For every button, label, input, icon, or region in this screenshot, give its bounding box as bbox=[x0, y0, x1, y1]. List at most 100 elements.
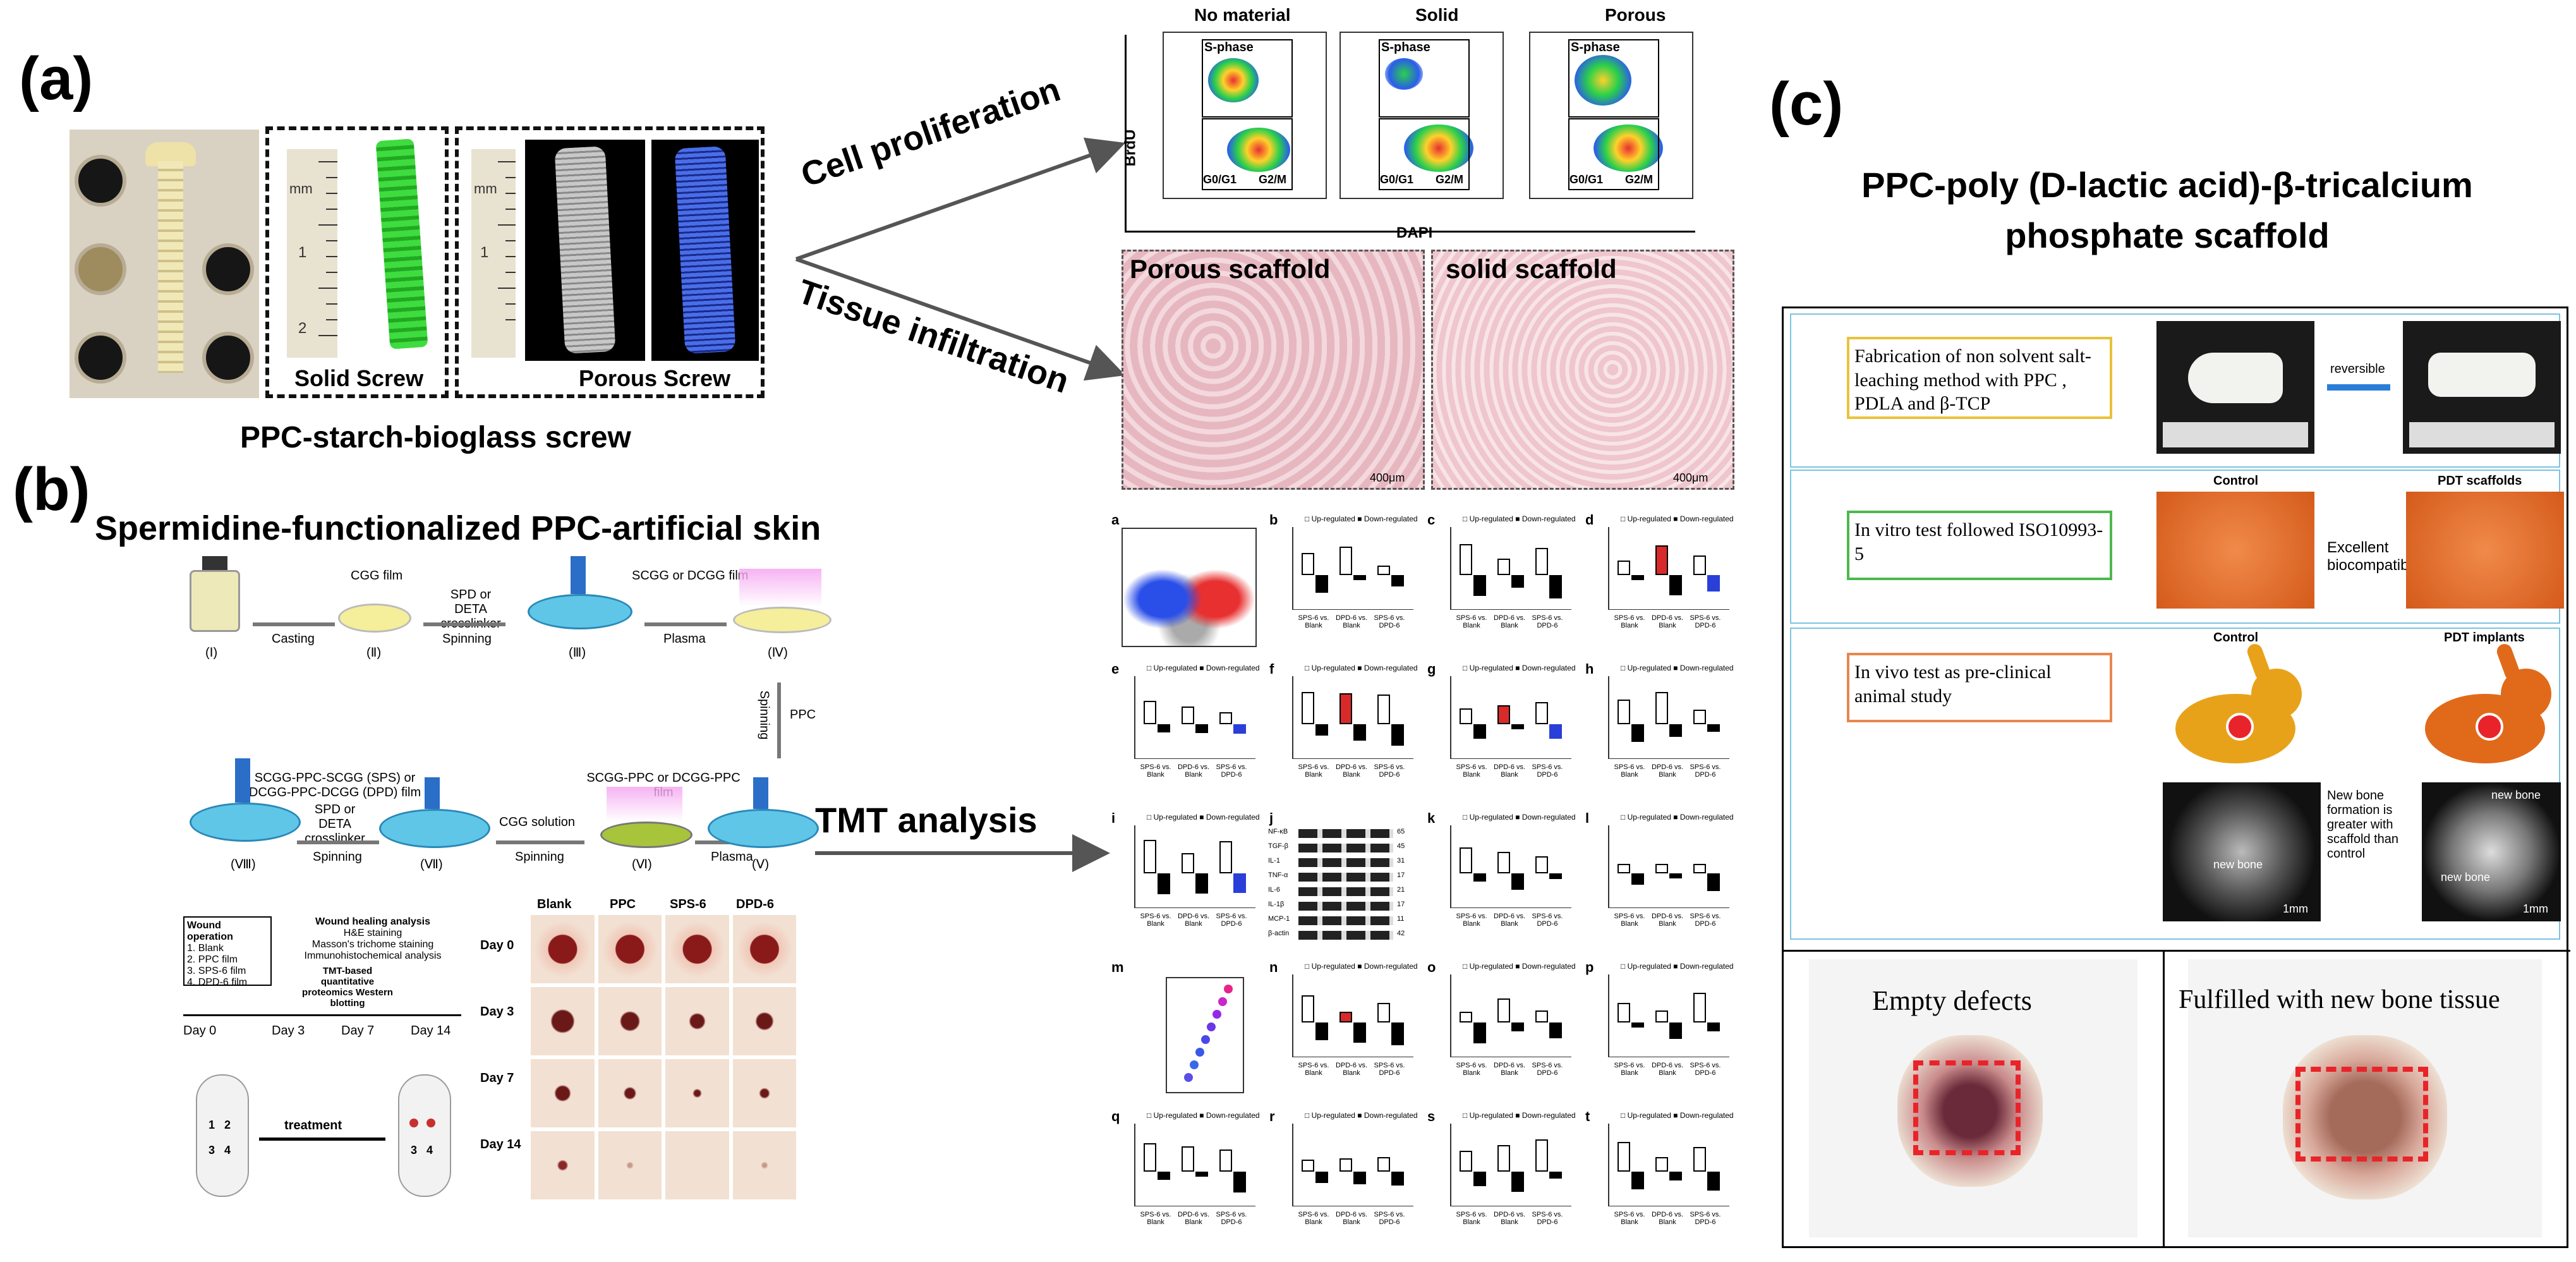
step-2-num: (Ⅱ) bbox=[366, 646, 382, 660]
mouse-num-4: 4 bbox=[224, 1144, 231, 1156]
step-5-num: (Ⅴ) bbox=[752, 858, 770, 871]
tmt-plot-letter: q bbox=[1111, 1108, 1120, 1124]
scale-bar-label: 400μm bbox=[1673, 471, 1708, 484]
treatment-label: treatment bbox=[284, 1119, 342, 1132]
bar-up bbox=[1497, 852, 1510, 873]
group-label: SPS-6 vs. DPD-6 bbox=[1374, 763, 1405, 779]
bar-down bbox=[1158, 873, 1170, 894]
tmt-plot-a: a bbox=[1109, 512, 1261, 655]
bar-down bbox=[1511, 1172, 1524, 1192]
step-3-arrow: Plasma bbox=[663, 632, 706, 646]
healing-item-2: Masson's trichome staining bbox=[311, 939, 434, 950]
bar-up bbox=[1460, 1151, 1472, 1172]
group-label: SPS-6 vs. Blank bbox=[1614, 763, 1645, 779]
histology-solid-label: solid scaffold bbox=[1446, 254, 1617, 284]
bar-up bbox=[1460, 847, 1472, 873]
western-row-label: MCP-1 bbox=[1268, 915, 1290, 923]
blue-porous-render bbox=[651, 140, 759, 361]
group-label: DPD-6 vs. Blank bbox=[1493, 614, 1526, 630]
group-label: DPD-6 vs. Blank bbox=[1493, 1211, 1526, 1227]
timeline-axis bbox=[183, 1014, 461, 1016]
western-kda: 65 bbox=[1397, 828, 1405, 835]
panel-a-title: PPC-starch-bioglass screw bbox=[240, 421, 631, 454]
group-label: SPS-6 vs. Blank bbox=[1456, 1211, 1487, 1227]
hole bbox=[75, 243, 126, 295]
group-label: DPD-6 vs. Blank bbox=[1177, 763, 1210, 779]
bar-up bbox=[1618, 1142, 1630, 1172]
group-label: DPD-6 vs. Blank bbox=[1651, 614, 1684, 630]
bar-down bbox=[1707, 873, 1720, 891]
group-label: DPD-6 vs. Blank bbox=[1493, 763, 1526, 779]
bar-up bbox=[1219, 841, 1232, 873]
group-label: SPS-6 vs. DPD-6 bbox=[1690, 1211, 1721, 1227]
bar-up bbox=[1302, 553, 1314, 575]
histology-porous-label: Porous scaffold bbox=[1130, 254, 1331, 284]
bar-up bbox=[1535, 702, 1548, 724]
bar-down bbox=[1353, 1172, 1366, 1184]
group-label: SPS-6 vs. DPD-6 bbox=[1374, 1211, 1405, 1227]
green-screw-render bbox=[375, 138, 428, 349]
bar-down bbox=[1511, 724, 1524, 729]
bar-up bbox=[1497, 705, 1510, 724]
flow-x-label: DAPI bbox=[1396, 224, 1433, 241]
bar-down bbox=[1195, 873, 1208, 894]
group-label: SPS-6 vs. Blank bbox=[1298, 763, 1329, 779]
western-row-label: IL-1β bbox=[1268, 901, 1285, 908]
bar-down bbox=[1391, 724, 1404, 746]
spin-coater bbox=[708, 777, 819, 848]
mini-legend: □ Up-regulated ■ Down-regulated bbox=[1463, 962, 1576, 971]
step-1-num: (Ⅰ) bbox=[205, 646, 218, 660]
bar-down bbox=[1315, 724, 1328, 736]
bar-up bbox=[1302, 692, 1314, 724]
bar-up bbox=[1302, 1160, 1314, 1172]
step-8-top: SCGG-PPC-SCGG (SPS) or DCGG-PPC-DCGG (DP… bbox=[248, 771, 421, 799]
flow-col-1: No material bbox=[1194, 5, 1291, 25]
bar-down bbox=[1511, 1022, 1524, 1031]
bar-down bbox=[1707, 1022, 1720, 1031]
arrow-right bbox=[423, 622, 505, 626]
tmt-plot-letter: c bbox=[1427, 512, 1436, 528]
arrow-left bbox=[297, 840, 379, 844]
wound-operation-title: Wound operation bbox=[187, 920, 233, 942]
pdt-scaffolds-label: PDT scaffolds bbox=[2438, 474, 2522, 488]
bar-down bbox=[1473, 873, 1486, 882]
mini-legend: □ Up-regulated ■ Down-regulated bbox=[1147, 813, 1260, 822]
mini-legend: □ Up-regulated ■ Down-regulated bbox=[1621, 514, 1734, 523]
bar-down bbox=[1631, 1172, 1644, 1189]
day-14: Day 14 bbox=[411, 1024, 451, 1038]
mini-legend: □ Up-regulated ■ Down-regulated bbox=[1305, 962, 1418, 971]
ruler-mm: mm bbox=[474, 181, 497, 197]
mini-axis bbox=[1450, 974, 1571, 1057]
bar-down bbox=[1549, 1022, 1562, 1038]
bar-up bbox=[1182, 707, 1194, 724]
bar-down bbox=[1631, 1022, 1644, 1028]
bar-up bbox=[1377, 1157, 1390, 1172]
mini-axis bbox=[1608, 527, 1729, 610]
ct-control: new bone 1mm bbox=[2163, 782, 2321, 921]
mini-legend: □ Up-regulated ■ Down-regulated bbox=[1147, 664, 1260, 672]
panel-a-letter: (a) bbox=[19, 45, 94, 112]
ruler: mm 1 bbox=[471, 149, 516, 358]
bar-down bbox=[1669, 1172, 1682, 1180]
group-label: SPS-6 vs. DPD-6 bbox=[1690, 913, 1721, 928]
bar-up bbox=[1460, 1012, 1472, 1022]
western-band bbox=[1298, 931, 1393, 940]
solid-screw-label: Solid Screw bbox=[294, 365, 424, 391]
bar-up bbox=[1693, 1147, 1706, 1172]
western-kda: 42 bbox=[1397, 930, 1405, 937]
mouse-num-2: 2 bbox=[224, 1119, 231, 1131]
western-kda: 17 bbox=[1397, 901, 1405, 908]
mouse-num-3: 3 bbox=[411, 1144, 418, 1156]
step-8-arrow-top: SPD or DETA crosslinker bbox=[305, 803, 365, 846]
gate-s: S-phase bbox=[1571, 40, 1620, 54]
bar-down bbox=[1631, 575, 1644, 580]
gate-g2: G2/M bbox=[1625, 173, 1654, 186]
western-row-label: TNF-α bbox=[1268, 871, 1288, 879]
group-label: SPS-6 vs. DPD-6 bbox=[1532, 614, 1563, 630]
